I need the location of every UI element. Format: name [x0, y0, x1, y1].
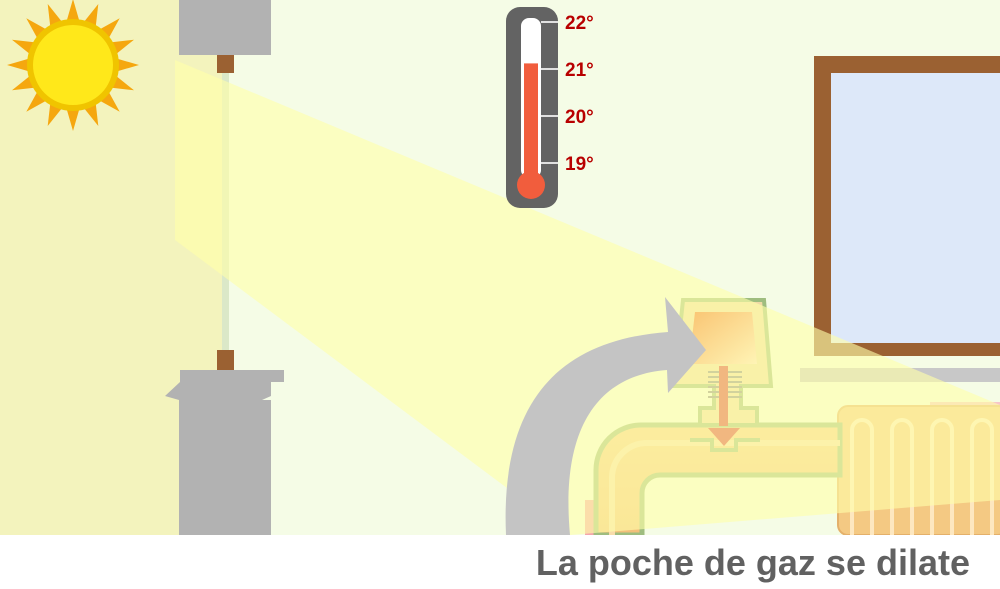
caption: La poche de gaz se dilate	[535, 542, 970, 583]
sun-ray	[7, 57, 32, 73]
thermometer-tick-label: 19°	[565, 154, 594, 175]
sunbeam	[175, 60, 1000, 535]
room-window	[800, 56, 1000, 382]
thermometer-liquid	[524, 63, 538, 185]
thermometer-tick-label: 21°	[565, 60, 594, 81]
thermometer-tick-label: 20°	[565, 107, 594, 128]
sun-ray	[65, 0, 81, 24]
sun-ray	[114, 57, 139, 73]
sun-icon	[7, 0, 139, 131]
thermometer-ticks: 22° 21° 20° 19°	[541, 13, 594, 175]
thermometer-icon: 22° 21° 20° 19°	[506, 7, 594, 208]
scene: 22° 21° 20° 19°	[0, 0, 1000, 535]
thermometer-tick-label: 22°	[565, 13, 594, 34]
window-support	[165, 350, 284, 535]
sun-ray	[65, 106, 81, 131]
window-lintel	[179, 0, 271, 73]
curved-arrow-icon	[505, 297, 706, 535]
